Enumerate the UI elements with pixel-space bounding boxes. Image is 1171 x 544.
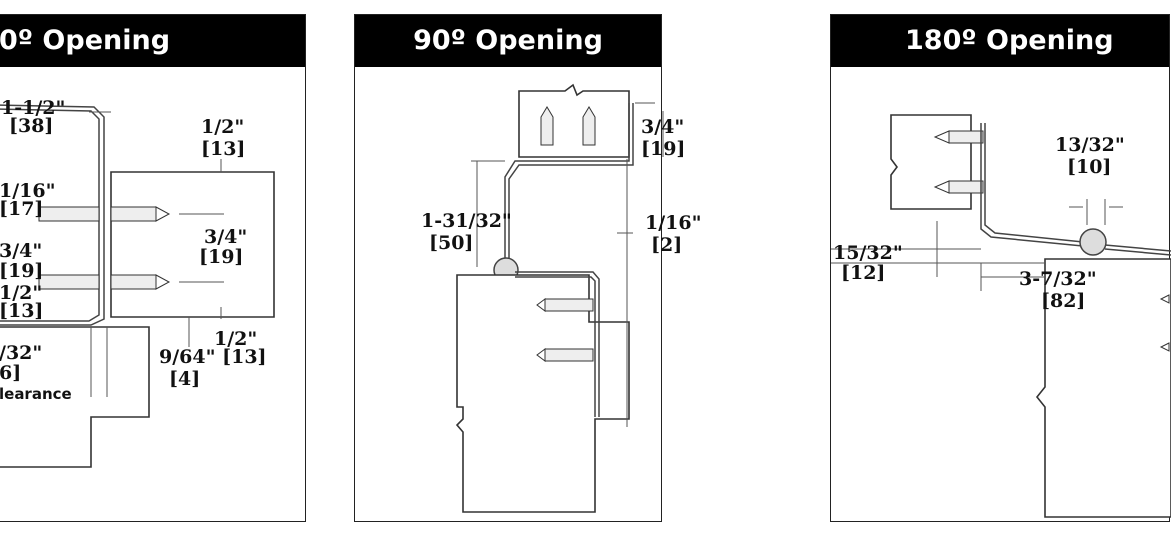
dim-label: 1-1/2"	[1, 97, 65, 119]
frame-panel	[890, 114, 972, 210]
panel-180-opening: 180º Opening 13/32" [10] 15/32"	[830, 14, 1171, 522]
screw-icon	[1159, 294, 1170, 352]
dim-label: 15/32"	[833, 242, 903, 264]
dim-label: [38]	[9, 115, 53, 137]
panel-title: 90º Opening	[355, 15, 661, 67]
door-panel	[455, 274, 630, 513]
dim-label: [4]	[169, 368, 200, 390]
dim-label: [13]	[0, 300, 43, 322]
screw-icon	[540, 106, 596, 146]
dim-label: [10]	[1067, 156, 1111, 178]
dim-label: 13/32"	[1055, 134, 1125, 156]
dim-label: [12]	[841, 262, 885, 284]
dim-label: 1/16"	[0, 180, 56, 202]
dim-label: [82]	[1041, 290, 1085, 312]
dim-label: [2]	[651, 234, 682, 256]
dim-label: 1/2"	[214, 328, 257, 350]
dim-label: [19]	[0, 260, 43, 282]
dim-label: 9/64" [13]	[159, 346, 267, 368]
hinge-diagram-90: 3/4" [19] 1-31/32" [50] 1/16" [2]	[421, 83, 702, 513]
dim-label: 3/4"	[0, 240, 42, 262]
hinge-diagram-180: 13/32" [10] 15/32" [12] 3-7/32" [82]	[831, 114, 1171, 518]
hinge-leaf	[0, 104, 105, 326]
screw-icon	[38, 206, 171, 290]
dim-label: [50]	[429, 232, 473, 254]
dim-label: 1/2"	[0, 282, 42, 304]
dim-label: 3-7/32"	[1019, 268, 1097, 290]
door-panel	[1035, 258, 1171, 518]
dim-label: 3/4"	[641, 116, 684, 138]
frame-panel	[0, 326, 150, 468]
panel-0-opening: 0º Opening 1-1/2" [38] 1/2" [13] 1/16" […	[0, 14, 306, 522]
panel-title: 180º Opening	[831, 15, 1169, 67]
dim-label: /32"	[0, 342, 42, 364]
dim-label: 1/2"	[201, 116, 244, 138]
dim-label: [17]	[0, 198, 43, 220]
dim-label: [19]	[641, 138, 685, 160]
hinge-diagram-0: 1-1/2" [38] 1/2" [13] 1/16" [17] 3/4" [1…	[0, 97, 275, 468]
panel-90-opening: 90º Opening 3/4" [19] 1-31/32" [50	[354, 14, 702, 522]
hinge-leaf	[504, 103, 634, 267]
panel-title: 0º Opening	[0, 15, 305, 67]
frame-panel	[518, 83, 630, 158]
dim-label: [13]	[201, 138, 245, 160]
hinge-leaf	[980, 123, 1094, 248]
screw-icon	[536, 298, 594, 362]
screw-icon	[933, 130, 984, 194]
door-panel	[110, 171, 275, 318]
dim-label: [19]	[199, 246, 243, 268]
dim-label: learance	[0, 385, 72, 403]
dim-label: 1-31/32"	[421, 210, 512, 232]
dim-label: 6]	[0, 362, 21, 384]
dim-label: 3/4"	[204, 226, 247, 248]
hinge-knuckle	[1079, 228, 1107, 256]
dim-label: 1/16"	[645, 212, 702, 234]
